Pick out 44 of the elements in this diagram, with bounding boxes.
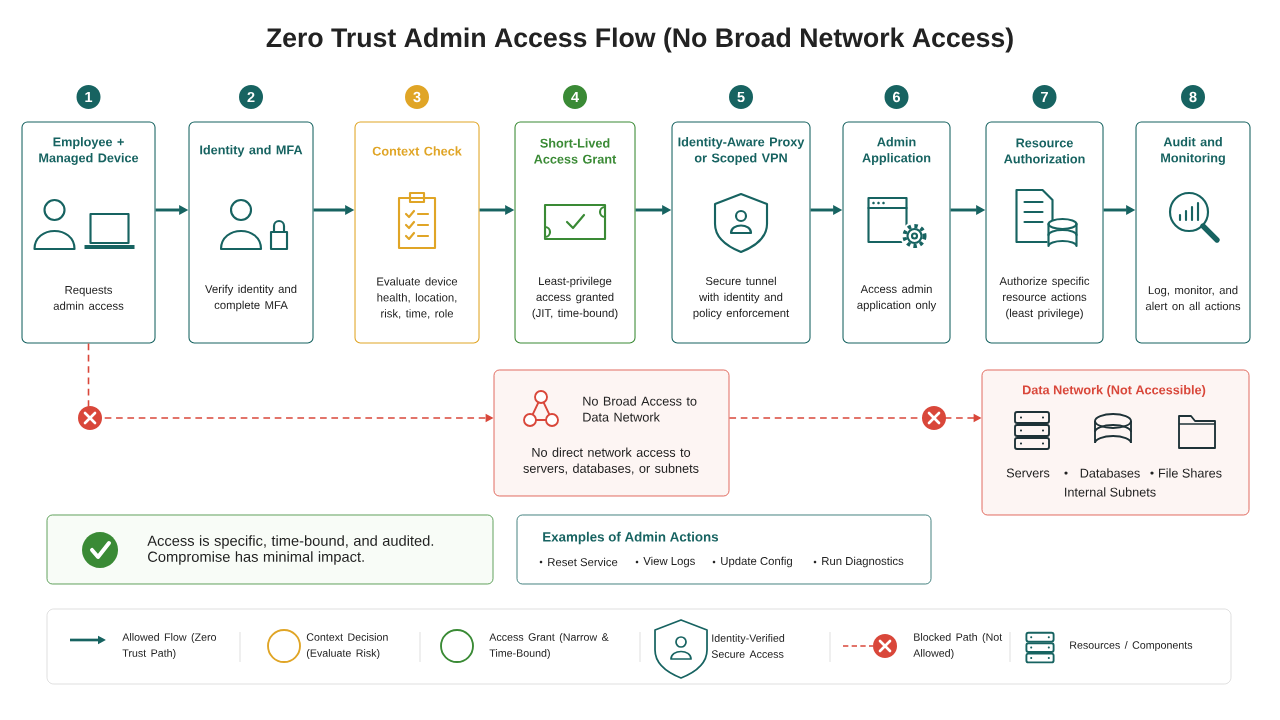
- resource-label: File Shares: [1159, 468, 1222, 478]
- card-text: Secure tunnel with identity and policy enforcement: [693, 276, 790, 320]
- step-number: 2: [239, 85, 263, 109]
- note-text: Access is specific, time-bound, and audited. Compromise has minimal impact.: [147, 535, 434, 565]
- step-number: 5: [729, 85, 753, 109]
- box-title: Data Network (Not Accessible): [1023, 385, 1206, 397]
- card-title: Identity-Aware Proxy or Scoped VPN: [678, 137, 805, 165]
- legend-text: Blocked Path (Not Allowed): [913, 633, 1003, 659]
- legend-text: Allowed Flow (Zero Trust Path): [122, 633, 217, 659]
- card-title: Resource Authorization: [1004, 138, 1085, 164]
- title: Zero Trust Admin Access Flow (No Broad Network Access): [266, 27, 1013, 53]
- card-text: Evaluate device health, location, risk, time, role: [377, 277, 458, 319]
- step-number: 8: [1181, 85, 1205, 109]
- card-title: Admin Application: [862, 137, 931, 165]
- card-title: Context Check: [372, 146, 462, 156]
- card-title: Short-Lived Access Grant: [534, 138, 617, 164]
- card-title: Employee + Managed Device: [39, 137, 139, 165]
- step-number: 6: [884, 85, 909, 109]
- box-title: No Broad Access to Data Network: [583, 396, 697, 422]
- resource-label: Servers: [1006, 468, 1050, 478]
- card-title: Audit and Monitoring: [1161, 137, 1225, 165]
- step-number: 4: [563, 85, 587, 109]
- legend-text: Identity-Verified Secure Access: [711, 634, 785, 658]
- step-number: 7: [1032, 85, 1057, 109]
- step-number: 1: [76, 85, 101, 109]
- action-item: Update Config: [712, 556, 792, 568]
- action-item: View Logs: [635, 556, 695, 568]
- card-text: Access admin application only: [857, 284, 937, 312]
- card-text: Least-privilege access granted (JIT, time-bound): [532, 276, 618, 320]
- card-text: Authorize specific resource actions (least privilege): [999, 276, 1090, 320]
- card-title: Identity and MFA: [200, 145, 303, 157]
- card-text: Verify identity and complete MFA: [205, 284, 297, 312]
- legend-text: Context Decision (Evaluate Risk): [306, 633, 388, 659]
- legend-text: Resources / Components: [1070, 641, 1193, 651]
- resource-label: Databases: [1080, 468, 1140, 478]
- resource-label: Internal Subnets: [1065, 487, 1156, 497]
- box-text: No direct network access to servers, databases, or subnets: [523, 447, 699, 475]
- action-item: Reset Service: [539, 557, 618, 567]
- step-number: 3: [405, 85, 429, 109]
- card-text: Requests admin access: [53, 286, 124, 310]
- box-title: Examples of Admin Actions: [543, 531, 719, 545]
- legend-text: Access Grant (Narrow & Time-Bound): [489, 633, 609, 659]
- action-item: Run Diagnostics: [813, 556, 904, 568]
- card-text: Log, monitor, and alert on all actions: [1145, 285, 1241, 311]
